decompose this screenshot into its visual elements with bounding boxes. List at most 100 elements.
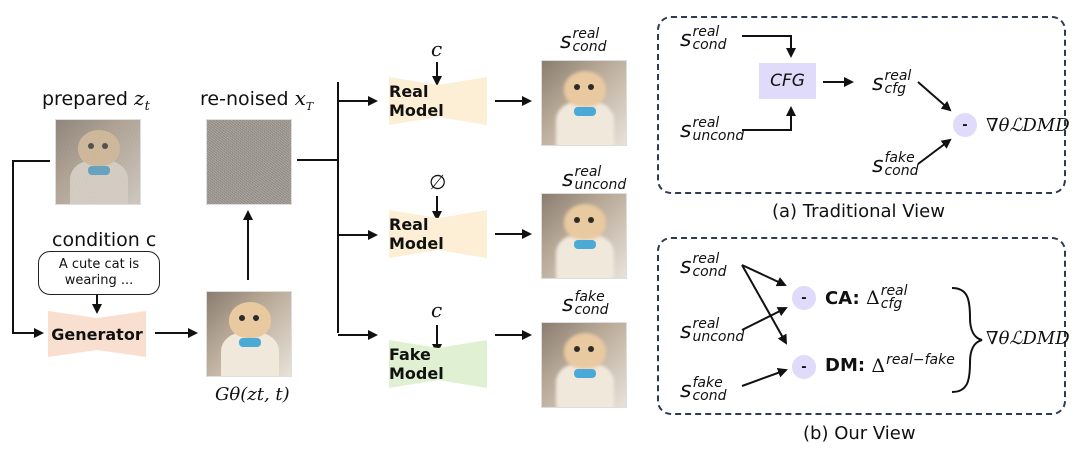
cat-bow [88,166,110,175]
model-input-c-1: c [431,37,443,61]
sym-sub: uncond [574,177,627,193]
prepared-zt-label: prepared zt [42,86,150,114]
sym-base: s [680,117,692,143]
sym-base: s [560,28,572,54]
renoised-text: re-noised [200,88,295,110]
prepared-sub: t [144,98,150,114]
our-view-panel [657,237,1066,415]
sym-sup: real [692,316,720,332]
cat-eye-right [588,346,594,352]
sym-sub: cond [572,39,607,55]
real-model-shape [389,77,487,125]
sym-sup: fake [884,150,915,166]
condition-textbox: A cute cat is wearing ... [38,251,160,295]
condition-text: A cute cat is wearing ... [58,257,140,288]
noise-texture [207,120,291,204]
dm-sup: real−fake [886,352,955,368]
sym-sup: real [884,68,912,84]
sym-sup: fake [574,289,605,305]
a-minus-operator: - [953,113,977,137]
sym-base: s [680,26,692,52]
real-model-label: Real Model [389,82,444,120]
condition-label: condition c [52,229,157,251]
cfg-box: CFG [759,63,816,99]
sym-base: s [872,70,884,96]
prepared-image [55,119,141,205]
sym-base: s [680,318,692,344]
model-input-c-2: c [431,298,443,322]
sym-sub: cond [692,264,727,280]
cat-head [229,302,271,338]
cat-eye-right [588,84,594,90]
our-view-caption: (b) Our View [803,423,916,444]
dm-term: DM: Δ real−fake [825,352,955,377]
cat-eye-left [574,84,580,90]
real-uncond-output-image [541,193,627,279]
sym-sup: real [692,24,720,40]
ca-sup: real [880,283,908,299]
sym-sub: uncond [692,329,745,345]
sym-base: s [680,253,692,279]
cat-head [564,71,606,107]
minus-sign: - [801,290,807,306]
generator-output-label: Gθ(zt, t) [215,384,290,405]
b-dmd-gradient: ∇θℒDMD [986,328,1070,349]
sym-base: s [680,377,692,403]
real-model-label: Real Model [389,215,444,253]
generator-label: Generator [51,324,143,344]
cat-head [564,333,606,369]
cat-eye-right [253,315,259,321]
sym-base: s [562,291,574,317]
real-model-cond-block: Real Model [389,77,487,125]
renoised-image [206,119,292,205]
sym-base: s [562,166,574,192]
cfg-label: CFG [770,71,805,91]
sym-sup: real [692,251,720,267]
sym-sub: uncond [692,128,745,144]
noise-overlay [56,120,140,204]
fake-model-label: Fake Model [389,345,444,383]
generator-shape [48,311,146,357]
ca-delta: Δ [865,287,880,309]
prepared-var: z [134,86,145,110]
cat-eye-left [88,143,94,149]
cat-head [564,204,606,240]
cat-eye-right [588,217,594,223]
prepared-text: prepared [42,88,135,110]
cat-bow [574,369,596,378]
renoised-xt-label: re-noised xT [200,86,313,113]
cat-eye-left [239,315,245,321]
cat-bow [574,240,596,249]
fake-model-block: Fake Model [389,340,487,388]
real-cond-output-image [541,60,627,146]
sym-sup: real [572,26,600,42]
sym-sub: cond [884,163,919,179]
real-model-uncond-block: Real Model [389,210,487,258]
sym-sub: cond [692,37,727,53]
minus-sign: - [801,359,807,375]
sym-sub: cond [574,302,609,318]
sym-sup: real [692,115,720,131]
fake-cond-output-image [541,322,627,408]
sym-sub: cfg [884,81,906,97]
dm-delta: Δ [871,355,886,377]
b-ca-minus-operator: - [792,286,816,310]
cat-bow [239,338,261,347]
sym-base: s [872,152,884,178]
traditional-view-panel [657,16,1066,194]
cat-eye-right [102,143,108,149]
cat-bow [574,107,596,116]
fake-model-shape [389,340,487,388]
b-dm-minus-operator: - [792,355,816,379]
